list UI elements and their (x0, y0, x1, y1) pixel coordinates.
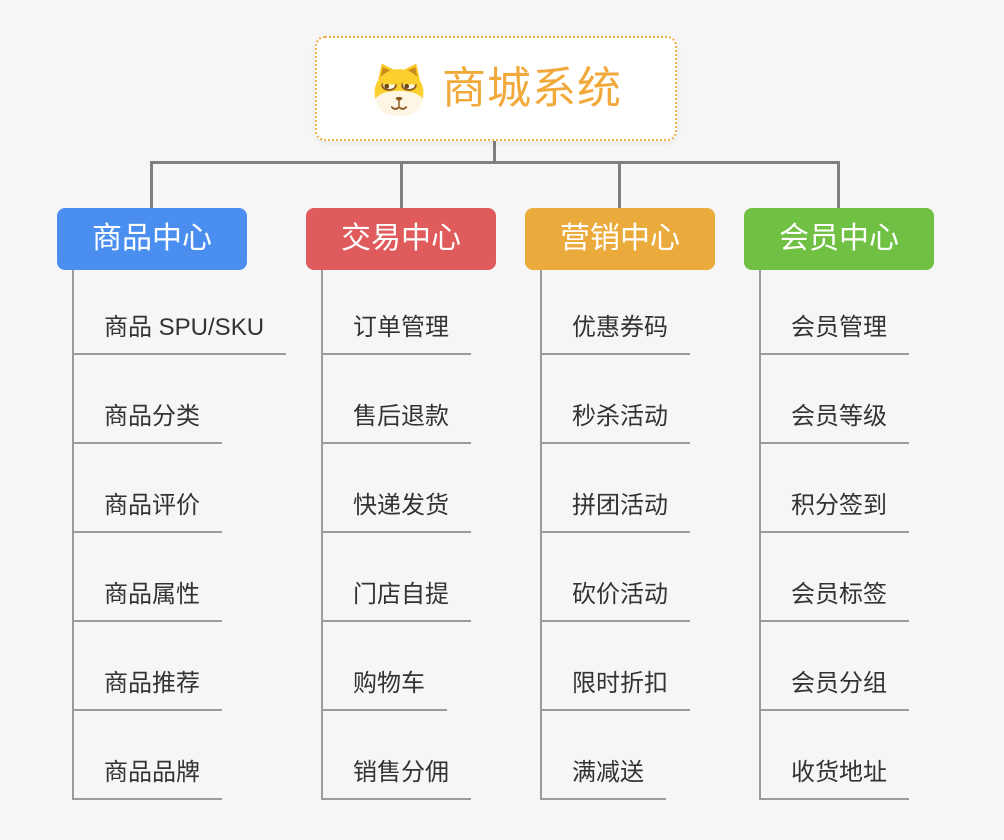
connector-horizontal (150, 161, 839, 164)
child-topic[interactable]: 订单管理 (321, 266, 471, 355)
child-topic[interactable]: 砍价活动 (540, 533, 690, 622)
branch-header-label: 商品中心 (92, 222, 212, 255)
branch-children-trade: 订单管理 售后退款 快递发货 门店自提 购物车 销售分佣 (321, 266, 471, 800)
child-topic[interactable]: 商品评价 (72, 444, 286, 533)
child-topic[interactable]: 满减送 (540, 711, 690, 800)
child-topic[interactable]: 商品 SPU/SKU (72, 266, 287, 355)
child-topic[interactable]: 秒杀活动 (540, 355, 690, 444)
child-topic[interactable]: 商品推荐 (72, 622, 286, 711)
child-topic[interactable]: 门店自提 (321, 533, 471, 622)
branch-header-label: 营销中心 (560, 222, 680, 255)
child-topic[interactable]: 优惠券码 (540, 266, 690, 355)
child-topic[interactable]: 售后退款 (321, 355, 471, 444)
branch-header-product[interactable]: 商品中心 (57, 208, 247, 270)
branch-header-label: 会员中心 (779, 222, 899, 255)
branch-header-marketing[interactable]: 营销中心 (525, 208, 715, 270)
connector-root-drop (493, 139, 496, 162)
child-topic[interactable]: 拼团活动 (540, 444, 690, 533)
child-topic[interactable]: 会员管理 (759, 266, 909, 355)
connector-stub-product (150, 161, 153, 209)
branch-header-trade[interactable]: 交易中心 (306, 208, 496, 270)
spine-member (759, 270, 761, 800)
branch-children-product: 商品 SPU/SKU 商品分类 商品评价 商品属性 商品推荐 商品品牌 (72, 266, 287, 800)
child-topic[interactable]: 限时折扣 (540, 622, 690, 711)
connector-stub-marketing (618, 161, 621, 209)
child-topic[interactable]: 购物车 (321, 622, 471, 711)
branch-header-label: 交易中心 (341, 222, 461, 255)
branch-header-member[interactable]: 会员中心 (744, 208, 934, 270)
child-topic[interactable]: 积分签到 (759, 444, 909, 533)
connector-stub-member (837, 161, 840, 209)
child-topic[interactable]: 销售分佣 (321, 711, 471, 800)
child-topic[interactable]: 会员等级 (759, 355, 909, 444)
connector-stub-trade (400, 161, 403, 209)
root-topic[interactable]: 商城系统 (315, 36, 677, 141)
spine-trade (321, 270, 323, 800)
child-topic[interactable]: 会员分组 (759, 622, 909, 711)
child-topic[interactable]: 会员标签 (759, 533, 909, 622)
child-topic[interactable]: 商品分类 (72, 355, 286, 444)
child-topic[interactable]: 快递发货 (321, 444, 471, 533)
shiba-dog-icon (370, 60, 428, 118)
child-topic[interactable]: 商品属性 (72, 533, 286, 622)
root-topic-title: 商城系统 (442, 63, 622, 113)
child-topic[interactable]: 收货地址 (759, 711, 909, 800)
branch-children-member: 会员管理 会员等级 积分签到 会员标签 会员分组 收货地址 (759, 266, 909, 800)
child-topic[interactable]: 商品品牌 (72, 711, 286, 800)
branch-children-marketing: 优惠券码 秒杀活动 拼团活动 砍价活动 限时折扣 满减送 (540, 266, 690, 800)
spine-marketing (540, 270, 542, 800)
spine-product (72, 270, 74, 800)
